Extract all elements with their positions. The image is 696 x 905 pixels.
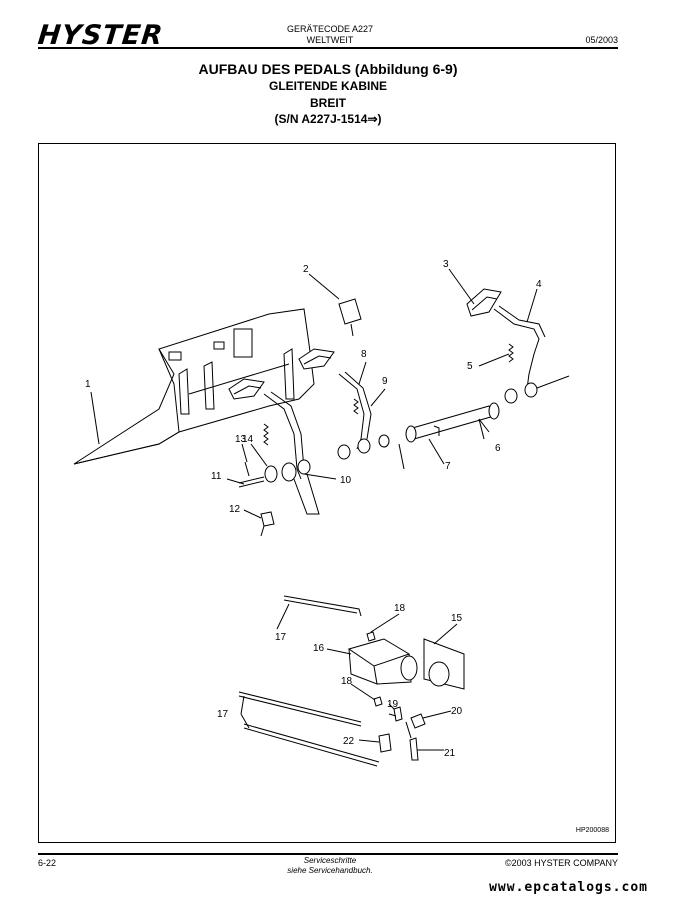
callout-15: 15 [451,613,463,624]
callout-14: 14 [242,434,254,445]
callout-17a: 17 [275,632,287,643]
callout-10: 10 [340,475,352,486]
callout-20: 20 [451,706,463,717]
callout-2: 2 [303,264,309,275]
footer-note-line-2: siehe Servicehandbuch. [287,866,373,875]
callout-18a: 18 [394,603,406,614]
footer-note-line-1: Serviceschritte [303,856,357,865]
figure-code: HP200088 [575,827,609,834]
callout-4: 4 [536,279,542,290]
page-title: AUFBAU DES PEDALS (Abbildung 6-9) [198,61,458,77]
header-rule [38,47,618,49]
callout-12: 12 [229,504,241,515]
callout-21: 21 [444,748,456,759]
callout-19: 19 [387,699,399,710]
header-date: 05/2003 [585,35,618,45]
figure-frame: 1 2 3 4 5 6 7 8 9 10 11 12 13 14 15 16 1… [38,143,616,843]
code-line-1: GERÄTECODE A227 [286,24,374,34]
callout-13: 13 [235,434,247,445]
callout-7: 7 [445,461,451,472]
subtitle-3: (S/N A227J-1514⇒) [274,112,382,126]
callout-8: 8 [361,349,367,360]
footer-rule [38,853,618,855]
callout-9: 9 [382,376,388,387]
code-line-2: WELTWEIT [306,35,354,45]
callout-22: 22 [343,736,355,747]
watermark: www.epcatalogs.com [489,880,648,895]
callout-1: 1 [85,379,91,390]
callout-11: 11 [211,471,222,482]
subtitle-1: GLEITENDE KABINE [268,79,387,93]
header-code: GERÄTECODE A227 WELTWEIT [250,24,410,46]
footer-copyright: ©2003 HYSTER COMPANY [505,858,618,868]
callout-6: 6 [495,443,501,454]
callout-16: 16 [313,643,325,654]
subtitle-2: BREIT [310,96,346,110]
callout-5: 5 [467,361,473,372]
callout-18b: 18 [341,676,353,687]
page-number: 6-22 [38,858,57,868]
callout-3: 3 [443,259,449,270]
footer-note: Serviceschritte siehe Servicehandbuch. [250,856,410,876]
callout-17b: 17 [217,709,229,720]
pedal-assembly-drawing: 1 2 3 4 5 6 7 8 9 10 11 12 13 14 15 16 1… [73,259,570,767]
